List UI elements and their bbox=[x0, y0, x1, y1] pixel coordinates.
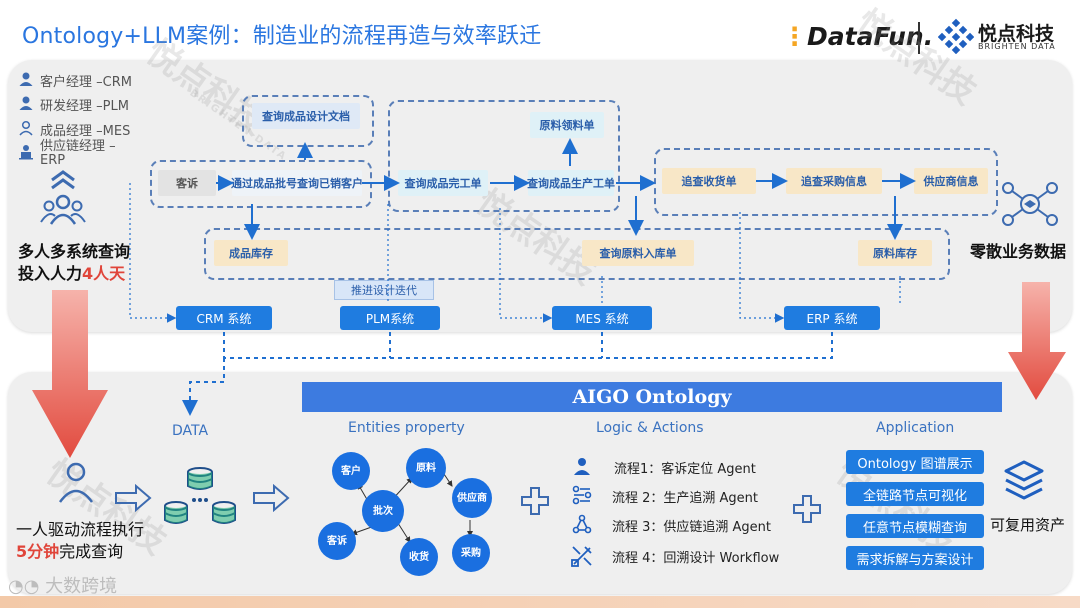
supplier-info-node: 供应商信息 bbox=[914, 168, 988, 194]
role-erp: 供应链经理 – bbox=[40, 139, 116, 154]
brighten-data-logo-cn: 悦点科技 bbox=[978, 23, 1055, 45]
data-hub-icon bbox=[1002, 182, 1058, 226]
aigo-ontology-banner: AIGO Ontology bbox=[302, 382, 1002, 412]
person-outline-icon bbox=[19, 120, 33, 136]
plm-system-button: PLM系统 bbox=[340, 306, 440, 330]
bottom-left-line1: 一人驱动流程执行 bbox=[16, 520, 145, 539]
flow-steps-icon bbox=[572, 485, 592, 505]
material-pick-node: 原料领料单 bbox=[530, 112, 604, 138]
mes-system-button: MES 系统 bbox=[552, 306, 652, 330]
time-highlight: 5分钟 bbox=[16, 542, 60, 561]
flow-2-label: 流程 2：生产追溯 Agent bbox=[612, 491, 759, 506]
entity-customer: 客户 bbox=[332, 452, 370, 490]
presenter-icon bbox=[19, 145, 33, 160]
bottom-strip bbox=[0, 596, 1080, 608]
flow-4-label: 流程 4：回溯设计 Workflow bbox=[612, 551, 780, 566]
entity-purchase: 采购 bbox=[452, 534, 490, 572]
single-user-icon bbox=[58, 462, 94, 503]
left-summary-line2: 投入人力4人天 bbox=[18, 264, 126, 283]
bottom-left-line2: 5分钟完成查询 bbox=[16, 542, 124, 561]
logo-divider bbox=[918, 22, 920, 54]
plus-icon bbox=[521, 487, 549, 515]
design-tools-icon bbox=[571, 546, 592, 567]
page-title: Ontology+LLM案例：制造业的流程再造与效率跃迁 bbox=[22, 24, 542, 49]
database-cluster-icon bbox=[164, 467, 236, 524]
hollow-arrow-icon bbox=[115, 484, 152, 512]
finished-inventory-node: 成品库存 bbox=[214, 240, 288, 266]
logic-header: Logic & Actions bbox=[596, 420, 704, 436]
person-icon bbox=[574, 458, 590, 475]
flow-1-label: 流程1：客诉定位 Agent bbox=[614, 462, 756, 477]
right-summary-label: 零散业务数据 bbox=[970, 242, 1067, 261]
query-finish-order-node: 查询成品完工单 bbox=[398, 170, 488, 196]
entity-material: 原料 bbox=[406, 448, 446, 488]
footer-brand-icon: ◔◔ bbox=[8, 576, 40, 597]
layers-icon bbox=[1004, 460, 1044, 500]
push-design-iteration-tag: 推进设计迭代 bbox=[334, 280, 434, 300]
footer-brand: ◔◔ 大数跨境 bbox=[8, 576, 118, 597]
role-erp-suffix: ERP bbox=[40, 153, 66, 168]
entity-receipt: 收货 bbox=[400, 538, 438, 576]
group-users-icon bbox=[40, 170, 86, 225]
datafun-logo: ⋮DataFun. bbox=[782, 22, 934, 51]
left-summary-line1: 多人多系统查询 bbox=[18, 242, 131, 261]
query-material-inbound-node: 查询原料入库单 bbox=[582, 240, 694, 266]
role-mes: 成品经理 –MES bbox=[40, 124, 131, 139]
query-design-doc-node: 查询成品设计文档 bbox=[252, 103, 360, 129]
left-transform-arrow bbox=[32, 290, 108, 458]
datafun-logo-text: DataFun. bbox=[807, 22, 934, 51]
entity-batch: 批次 bbox=[362, 490, 404, 532]
inventory-group bbox=[204, 228, 950, 280]
right-transform-arrow bbox=[1008, 282, 1066, 400]
entity-supplier: 供应商 bbox=[452, 478, 492, 518]
trace-purchase-node: 追查采购信息 bbox=[786, 168, 882, 194]
person-icon bbox=[19, 96, 33, 110]
entity-complaint: 客诉 bbox=[318, 522, 356, 560]
app-fuzzy-query: 任意节点模糊查询 bbox=[846, 514, 984, 538]
application-header: Application bbox=[876, 420, 955, 436]
query-production-order-node: 查询成品生产工单 bbox=[527, 170, 615, 196]
app-requirement-design: 需求拆解与方案设计 bbox=[846, 546, 984, 570]
plus-icon bbox=[793, 495, 821, 523]
material-inventory-node: 原料库存 bbox=[858, 240, 932, 266]
brighten-data-logo-en: BRIGHTEN DATA bbox=[978, 42, 1056, 51]
brighten-data-logo-icon bbox=[938, 18, 974, 54]
crm-system-button: CRM 系统 bbox=[176, 306, 272, 330]
entities-header: Entities property bbox=[348, 420, 465, 436]
person-icon bbox=[19, 72, 33, 86]
reusable-asset-label: 可复用资产 bbox=[990, 516, 1066, 534]
data-label: DATA bbox=[172, 423, 209, 439]
network-icon bbox=[572, 514, 592, 534]
complaint-node: 客诉 bbox=[158, 170, 216, 196]
query-sold-customer-node: 通过成品批号查询已销客户 bbox=[231, 170, 363, 196]
erp-system-button: ERP 系统 bbox=[784, 306, 880, 330]
manpower-highlight: 4人天 bbox=[82, 264, 126, 283]
role-crm: 客户经理 –CRM bbox=[40, 75, 132, 90]
hollow-arrow-icon bbox=[253, 484, 290, 512]
app-full-chain-visualization: 全链路节点可视化 bbox=[846, 482, 984, 506]
trace-receipt-node: 追查收货单 bbox=[662, 168, 756, 194]
flow-3-label: 流程 3：供应链追溯 Agent bbox=[612, 520, 772, 535]
role-plm: 研发经理 –PLM bbox=[40, 99, 129, 114]
app-ontology-graph: Ontology 图谱展示 bbox=[846, 450, 984, 474]
